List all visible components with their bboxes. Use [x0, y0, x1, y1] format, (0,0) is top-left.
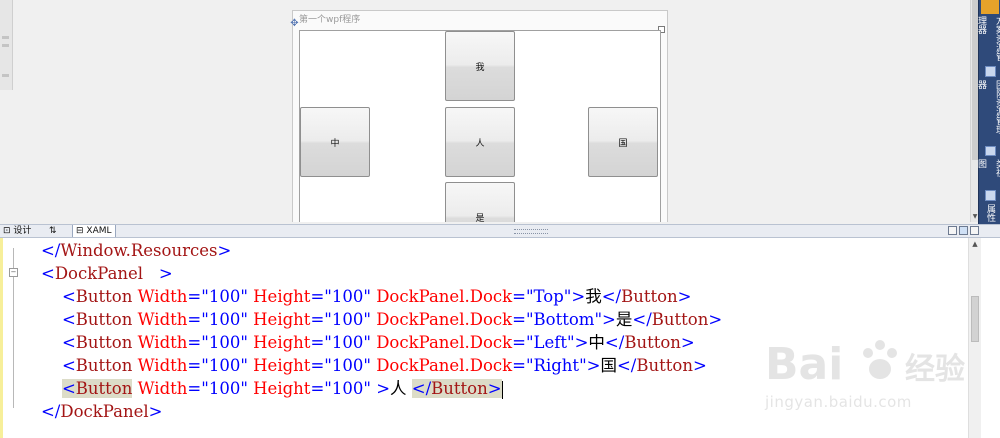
preview-button-label: 人 [475, 138, 485, 149]
code-line: </DockPanel> [40, 402, 163, 421]
preview-button-label: 中 [330, 138, 340, 149]
preview-button-top[interactable]: 我 [445, 31, 515, 101]
window-title: 第一个wpf程序 [299, 15, 361, 25]
class-view-label: 类视图 [976, 159, 1000, 178]
scroll-up-arrow-icon[interactable]: ▲ [972, 240, 978, 248]
tab-xaml[interactable]: ⊟ XAML [72, 225, 116, 237]
swap-icon: ⇅ [49, 226, 57, 236]
designer-vertical-scrollbar[interactable]: ▼ [970, 0, 978, 222]
scroll-down-arrow-icon[interactable]: ▼ [972, 213, 978, 220]
outline-guide [13, 248, 14, 408]
scrollbar-thumb[interactable] [971, 296, 979, 342]
preview-button-bottom[interactable]: 是 [445, 182, 515, 222]
text-caret [501, 380, 503, 399]
tool-tab-solution-explorer[interactable]: 方案资源管理器 [976, 16, 1000, 68]
code-line: <Button Width="100" Height="100" DockPan… [61, 287, 692, 306]
dockpanel-preview[interactable]: 我 中 人 国 是 [299, 30, 661, 222]
left-toolbox-strip[interactable] [0, 0, 13, 90]
swap-panes-button[interactable]: ⇅ [46, 225, 60, 237]
tool-tab-team-explorer[interactable]: 团队资源管理器 [976, 66, 1000, 142]
code-line: <Button Width="100" Height="100" DockPan… [61, 310, 723, 329]
solution-explorer-label: 方案资源管理器 [976, 16, 1000, 61]
properties-icon [984, 190, 996, 201]
team-explorer-label: 团队资源管理器 [976, 79, 1000, 134]
code-line: <DockPanel > [40, 264, 173, 283]
outlining-margin: − [8, 238, 20, 438]
preview-button-label: 是 [475, 213, 485, 223]
collapse-region-icon[interactable]: − [9, 268, 18, 277]
editor-vertical-scrollbar[interactable]: ▲ [968, 238, 981, 438]
tab-design[interactable]: ⊡ 设计 [0, 225, 34, 237]
design-icon: ⊡ [3, 226, 11, 236]
watermark-url: jingyan.baidu.com [765, 393, 912, 411]
code-line: <Button Width="100" Height="100" DockPan… [61, 333, 695, 352]
tab-design-label: 设计 [13, 226, 32, 236]
design-surface[interactable]: 第一个wpf程序 ✥ 我 中 人 国 是 ▼ [0, 0, 978, 222]
tool-tab-properties[interactable]: 属性 [981, 190, 999, 222]
code-text[interactable]: </Window.Resources> <DockPanel > <Button… [20, 239, 970, 423]
preview-button-left[interactable]: 中 [300, 107, 370, 177]
tool-tab-partial[interactable] [981, 0, 999, 14]
preview-button-center[interactable]: 人 [445, 107, 515, 177]
properties-label: 属性 [985, 204, 995, 222]
grip-mark [2, 36, 9, 39]
collapse-pane-icon[interactable] [970, 226, 979, 235]
svg-text:经验: 经验 [905, 352, 965, 387]
designer-xaml-split-bar[interactable]: ⊡ 设计 ⇅ ⊟ XAML [0, 224, 1000, 238]
resize-handle[interactable] [658, 26, 665, 33]
split-grip-handle[interactable] [514, 229, 548, 234]
grip-mark [2, 44, 9, 47]
code-line: <Button Width="100" Height="100" DockPan… [61, 356, 707, 375]
preview-button-label: 国 [618, 138, 628, 149]
code-line-current: <Button Width="100" Height="100" >人 </Bu… [61, 379, 503, 399]
xaml-icon: ⊟ [76, 226, 84, 236]
tab-xaml-label: XAML [86, 226, 112, 236]
preview-button-right[interactable]: 国 [588, 107, 658, 177]
grip-mark [2, 74, 9, 77]
baidu-jingyan-watermark: Bai 经验 jingyan.baidu.com [765, 333, 965, 413]
unsaved-change-marker [0, 238, 3, 438]
xaml-code-editor[interactable]: − </Window.Resources> <DockPanel > <Butt… [0, 238, 1000, 438]
tool-tab-class-view[interactable]: 类视图 [976, 146, 1000, 184]
class-view-icon [984, 146, 996, 157]
vertical-split-icon[interactable] [948, 226, 957, 235]
horizontal-split-icon[interactable] [959, 226, 968, 235]
change-tracking-margin [0, 238, 3, 438]
wpf-window-preview[interactable]: 第一个wpf程序 ✥ 我 中 人 国 是 [290, 10, 668, 222]
scrollbar-thumb[interactable] [972, 0, 978, 160]
tool-window-strip: 方案资源管理器 团队资源管理器 类视图 属性 [976, 0, 1000, 225]
preview-button-label: 我 [475, 62, 485, 73]
svg-text:Bai: Bai [765, 339, 843, 390]
baidu-logo-icon: Bai 经验 [765, 339, 965, 390]
team-explorer-icon [984, 66, 996, 77]
code-line: </Window.Resources> [40, 241, 232, 260]
move-handle-icon[interactable]: ✥ [290, 18, 299, 29]
